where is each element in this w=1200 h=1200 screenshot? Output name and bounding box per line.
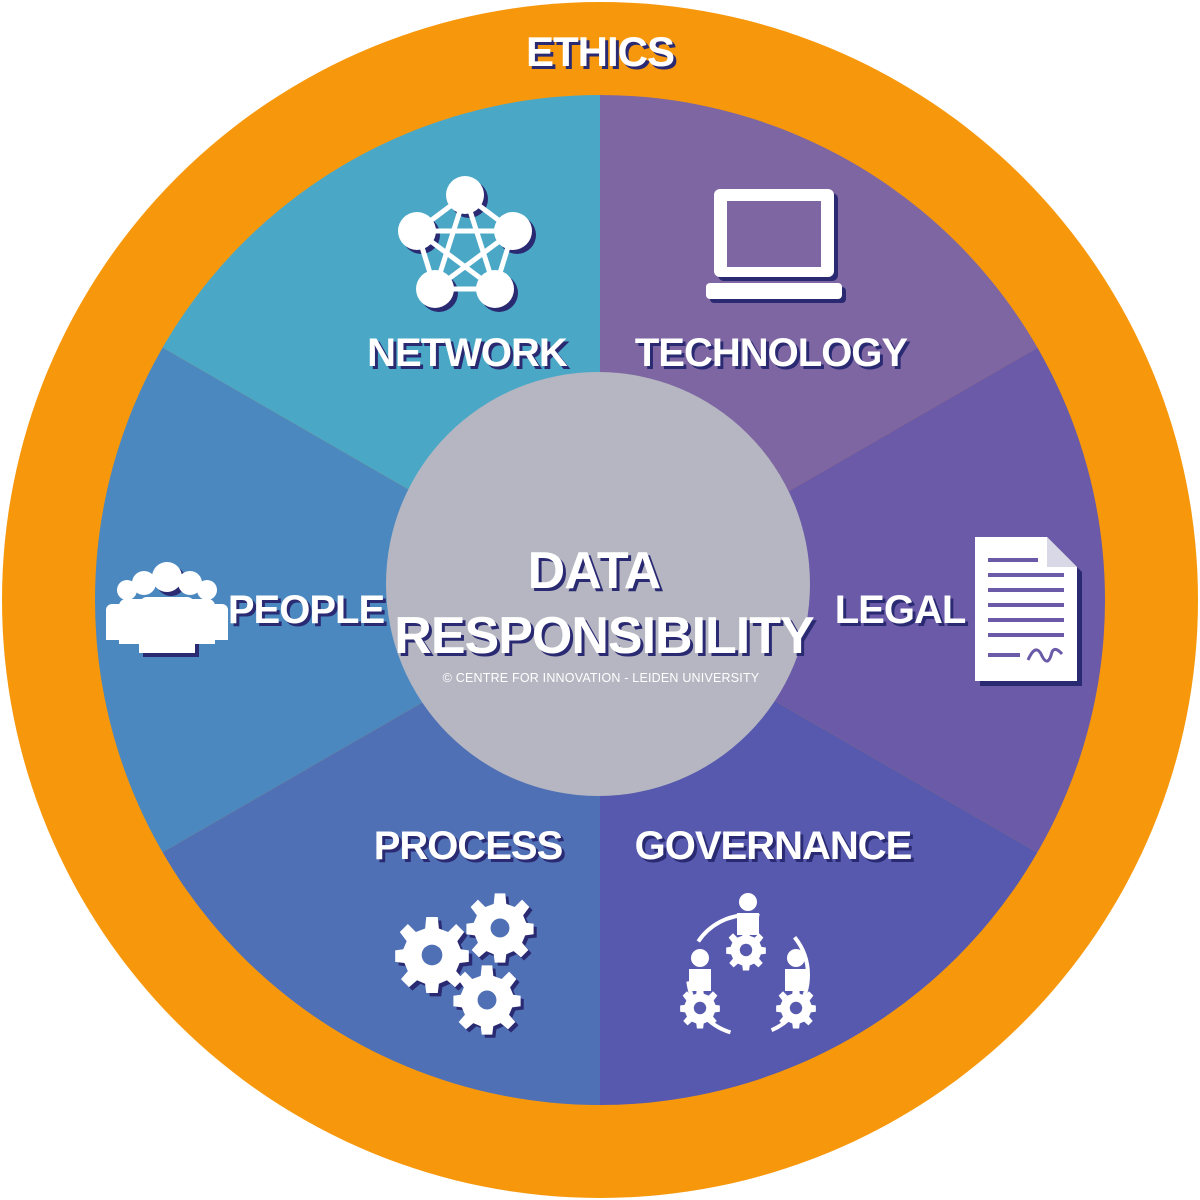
svg-text:TECHNOLOGY: TECHNOLOGY <box>638 334 912 378</box>
people-label: PEOPLE PEOPLE <box>228 588 389 635</box>
segment-governance <box>600 600 1105 1105</box>
gears-icon <box>395 893 537 1038</box>
governance-icon <box>680 893 816 1037</box>
svg-text:DATA: DATA <box>531 545 664 603</box>
people-icon <box>106 562 228 657</box>
segment-legal <box>600 300 1105 900</box>
svg-text:PROCESS: PROCESS <box>377 827 566 871</box>
ethics-label: ETHICS ETHICS <box>526 28 678 78</box>
svg-text:DATA: DATA <box>528 542 661 600</box>
center-title: DATA DATA RESPONSIBILITY RESPONSIBILITY <box>394 542 818 668</box>
laptop-icon <box>706 189 846 303</box>
svg-text:PROCESS: PROCESS <box>374 824 563 868</box>
network-label: NETWORK NETWORK <box>367 331 572 378</box>
svg-text:RESPONSIBILITY: RESPONSIBILITY <box>394 607 814 665</box>
network-icon <box>398 176 536 312</box>
svg-text:PEOPLE: PEOPLE <box>231 591 388 635</box>
svg-text:LEGAL: LEGAL <box>835 588 966 632</box>
segment-people <box>95 300 600 900</box>
document-icon <box>975 537 1082 686</box>
technology-label: TECHNOLOGY TECHNOLOGY <box>635 331 913 378</box>
svg-text:RESPONSIBILITY: RESPONSIBILITY <box>397 610 817 668</box>
svg-text:TECHNOLOGY: TECHNOLOGY <box>635 331 909 375</box>
svg-text:GOVERNANCE: GOVERNANCE <box>635 824 912 868</box>
svg-text:NETWORK: NETWORK <box>370 334 571 378</box>
center-circle <box>386 372 810 796</box>
svg-text:ETHICS: ETHICS <box>529 31 677 78</box>
svg-text:PEOPLE: PEOPLE <box>228 588 385 632</box>
legal-label: LEGAL LEGAL <box>835 588 970 635</box>
svg-text:NETWORK: NETWORK <box>367 331 568 375</box>
center-credit: © CENTRE FOR INNOVATION - LEIDEN UNIVERS… <box>443 671 760 685</box>
svg-text:GOVERNANCE: GOVERNANCE <box>638 827 915 871</box>
governance-label: GOVERNANCE GOVERNANCE <box>635 824 916 871</box>
svg-text:ETHICS: ETHICS <box>526 28 674 75</box>
process-label: PROCESS PROCESS <box>374 824 567 871</box>
svg-text:LEGAL: LEGAL <box>838 591 969 635</box>
